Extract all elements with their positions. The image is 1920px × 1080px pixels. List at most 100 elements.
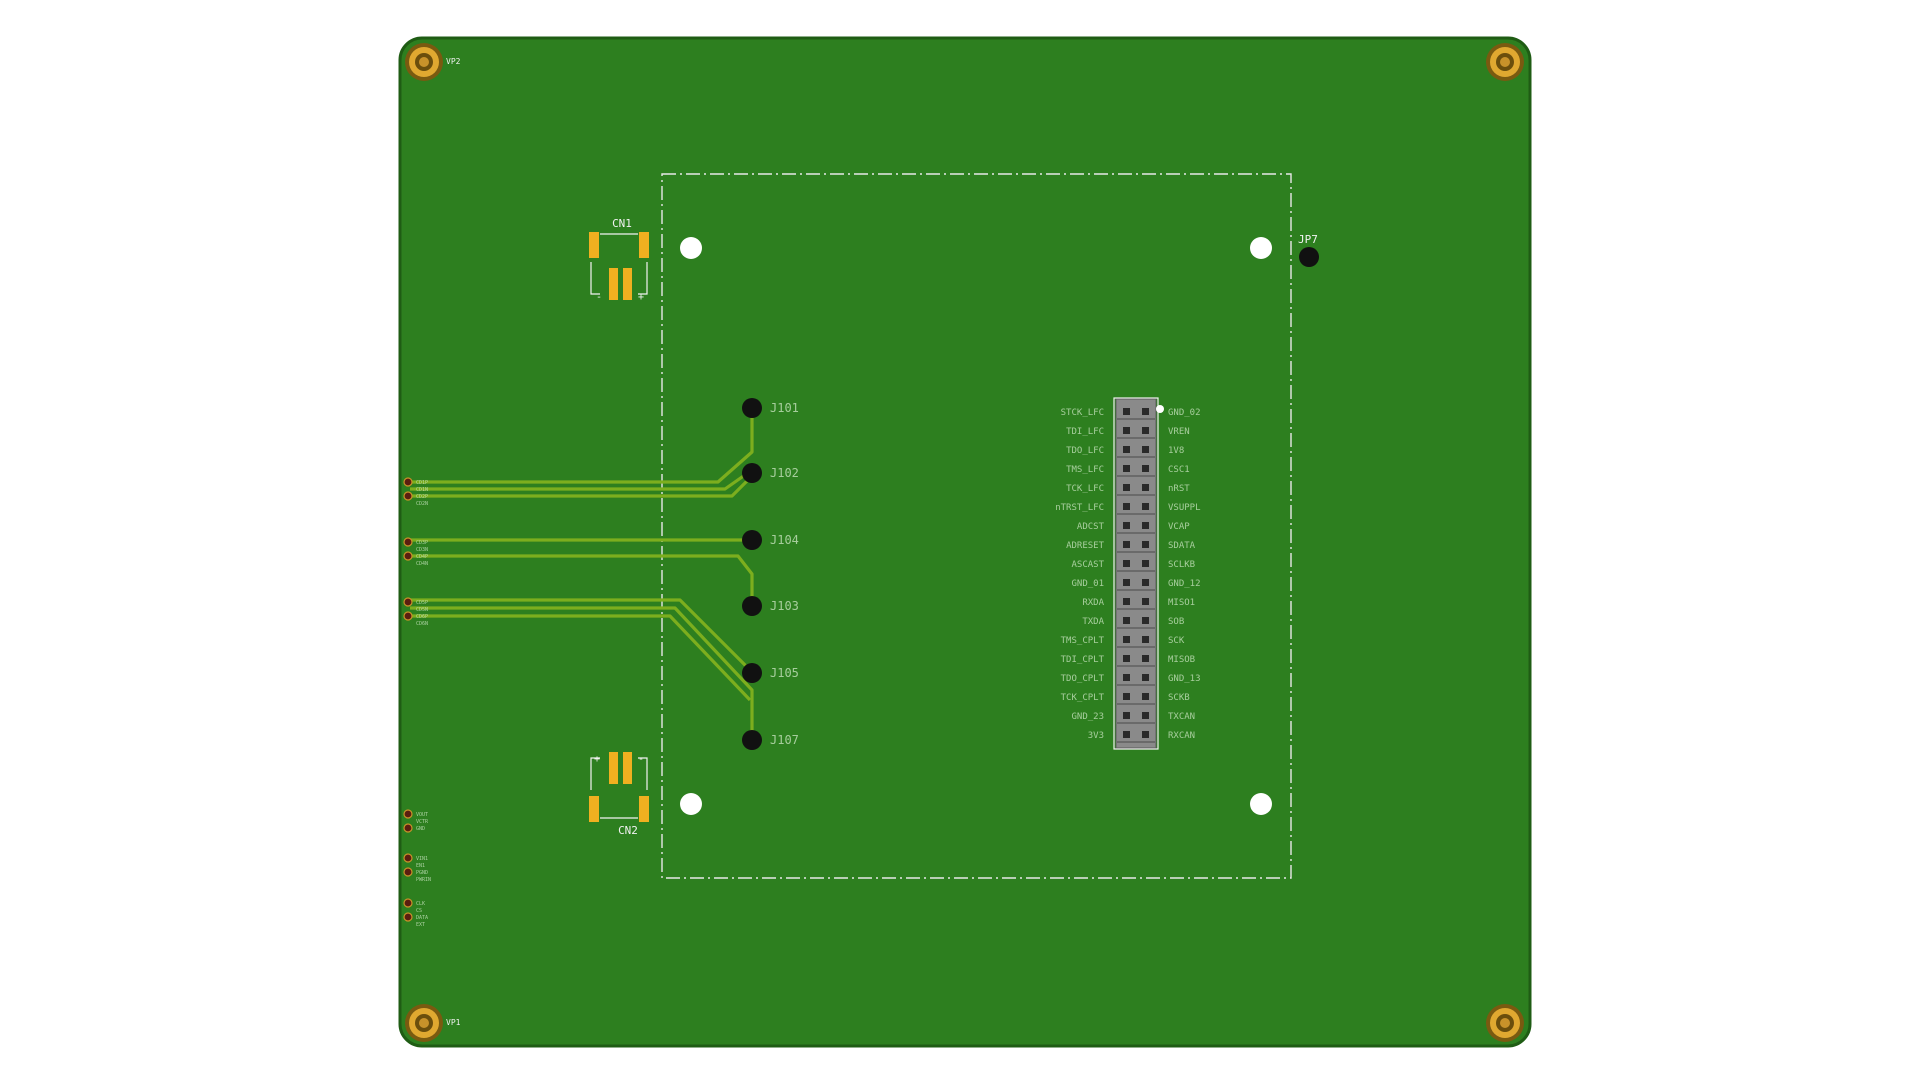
header-pin — [1142, 465, 1149, 472]
cn1-ref-label: CN1 — [612, 217, 632, 230]
edge-pad-label: CD4P — [416, 554, 428, 560]
header-pin — [1142, 636, 1149, 643]
jumper-jp7: JP7 — [1298, 233, 1319, 267]
header-left-label: nTRST_LFC — [1055, 503, 1104, 513]
edge-pad-label: CLK — [416, 901, 425, 907]
header-right-label: TXCAN — [1168, 712, 1195, 722]
header-pin — [1123, 579, 1130, 586]
header-left-label: TXDA — [1082, 617, 1104, 627]
header-left-label: ADRESET — [1066, 541, 1105, 551]
header-pin — [1142, 693, 1149, 700]
header-pin — [1142, 408, 1149, 415]
test-point-j105: J105 — [742, 663, 799, 683]
header-right-label: VSUPPL — [1168, 503, 1201, 513]
edge-pad-label: EN1 — [416, 863, 425, 869]
header-left-label: 3V3 — [1088, 731, 1104, 741]
edge-pad-label: VCTR — [416, 819, 429, 825]
header-left-label: GND_01 — [1071, 579, 1104, 589]
header-pin — [1123, 484, 1130, 491]
header-pin — [1142, 731, 1149, 738]
header-pin — [1123, 541, 1130, 548]
edge-pad-label: CD2P — [416, 494, 428, 500]
edge-pad-label: EXT — [416, 922, 425, 928]
edge-pad-label: CD1N — [416, 487, 428, 493]
header-right-label: nRST — [1168, 484, 1190, 494]
edge-pad — [403, 809, 413, 819]
header-right-label: VCAP — [1168, 522, 1190, 532]
header-left-label: TMS_CPLT — [1061, 636, 1105, 646]
test-point-label: J104 — [770, 533, 799, 547]
edge-pad-label: GND — [416, 826, 425, 832]
cn2-plus-label: + — [594, 754, 600, 765]
mounting-hole-top-right — [1486, 43, 1524, 81]
edge-pad-label: CD1P — [416, 480, 428, 486]
header-pin — [1123, 617, 1130, 624]
cn2-minus-label: - — [638, 754, 644, 765]
header-right-label: SCKB — [1168, 693, 1190, 703]
header-right-label: MISO1 — [1168, 598, 1195, 608]
edge-pad-label: PGND — [416, 870, 428, 876]
edge-pad-groups: CD1PCD1NCD2PCD2NCD3PCD3NCD4PCD4NCD5PCD5N… — [403, 477, 431, 928]
header-pin — [1123, 598, 1130, 605]
edge-pad-label: VOUT — [416, 812, 428, 818]
test-point-label: J103 — [770, 599, 799, 613]
npth-hole-top-left — [680, 237, 702, 259]
header-right-label: MISOB — [1168, 655, 1195, 665]
edge-pad-label: DATA — [416, 915, 428, 921]
header-left-label: ASCAST — [1071, 560, 1104, 570]
mounting-hole-bottom-right — [1486, 1004, 1524, 1042]
header-pin — [1142, 560, 1149, 567]
header-right-label: SCLKB — [1168, 560, 1195, 570]
header-pin — [1123, 674, 1130, 681]
mounting-hole-label: VP2 — [446, 57, 461, 66]
edge-pad-label: CD2N — [416, 501, 428, 507]
header-right-label: VREN — [1168, 427, 1190, 437]
header-right-label: SOB — [1168, 617, 1184, 627]
test-point-j107: J107 — [742, 730, 799, 750]
header-left-label: GND_23 — [1071, 712, 1104, 722]
header-pin — [1123, 503, 1130, 510]
connector-cn1: CN1 - + — [589, 217, 649, 303]
header-right-label: 1V8 — [1168, 446, 1184, 456]
header-left-label: ADCST — [1077, 522, 1105, 532]
edge-pad-label: CD6P — [416, 614, 428, 620]
pcb-board — [398, 36, 1532, 1048]
header-pin — [1142, 541, 1149, 548]
test-point-label: J101 — [770, 401, 799, 415]
header-pin — [1142, 446, 1149, 453]
header-right-label: SCK — [1168, 636, 1185, 646]
header-pin — [1123, 560, 1130, 567]
edge-pad-label: CD3P — [416, 540, 428, 546]
pin-header-2x18: STCK_LFCTDI_LFCTDO_LFCTMS_LFCTCK_LFCnTRS… — [1055, 397, 1201, 750]
header-pin — [1123, 712, 1130, 719]
connector-cn2: + - CN2 — [589, 752, 649, 837]
header-pin — [1142, 522, 1149, 529]
edge-pad — [403, 867, 413, 877]
edge-pad-label: CD3N — [416, 547, 428, 553]
mounting-hole-label: VP1 — [446, 1018, 461, 1027]
test-point-j104: J104 — [742, 530, 799, 550]
header-left-label: TDI_LFC — [1066, 427, 1104, 437]
edge-pad-label: CD4N — [416, 561, 428, 567]
header-left-label: TCK_LFC — [1066, 484, 1104, 494]
header-right-label: SDATA — [1168, 541, 1196, 551]
edge-pad — [403, 611, 413, 621]
header-pin — [1123, 522, 1130, 529]
header-pin — [1123, 636, 1130, 643]
mounting-hole-bottom-left: VP1 — [405, 1004, 461, 1042]
npth-hole-bottom-left — [680, 793, 702, 815]
edge-pad — [403, 898, 413, 908]
edge-pad-label: CD5N — [416, 607, 428, 613]
mounting-hole-top-left: VP2 — [405, 43, 461, 81]
header-right-label: GND_02 — [1168, 408, 1201, 418]
header-pin — [1123, 446, 1130, 453]
header-pin — [1142, 617, 1149, 624]
npth-hole-top-right — [1250, 237, 1272, 259]
edge-pad-label: CD6N — [416, 621, 428, 627]
header-pin — [1142, 427, 1149, 434]
header-right-label: GND_13 — [1168, 674, 1201, 684]
header-left-label: STCK_LFC — [1061, 408, 1104, 418]
